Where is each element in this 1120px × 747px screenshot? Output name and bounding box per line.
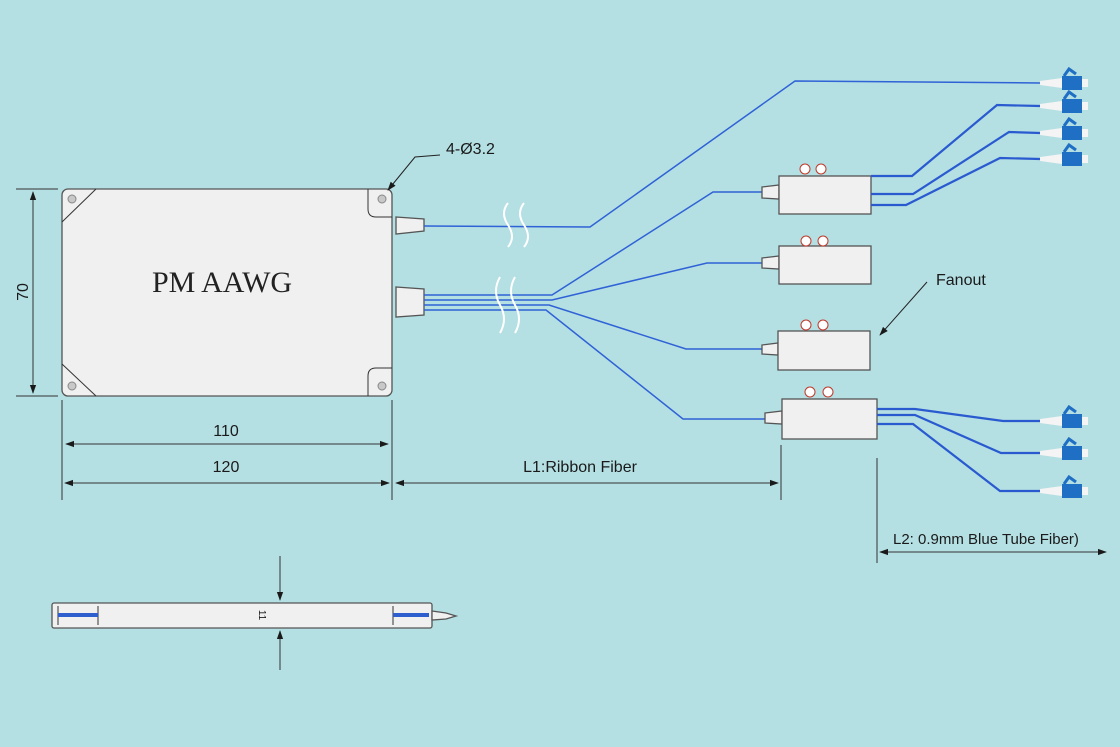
fanout-4 <box>764 386 1040 493</box>
fanout-label: Fanout <box>936 272 986 289</box>
width-dimensions: 110 120 L1:Ribbon Fiber <box>61 400 782 500</box>
lc-connector <box>1040 142 1088 166</box>
side-view: 11 <box>51 556 459 670</box>
ribbon-fiber <box>424 191 765 420</box>
lc-connector <box>1040 89 1088 113</box>
lc-connector <box>1040 436 1088 460</box>
fanout-callout: Fanout <box>879 272 986 336</box>
single-fiber <box>423 80 1041 228</box>
outer-width-text: 120 <box>213 459 240 476</box>
lc-connector <box>1040 66 1088 90</box>
l1-label: L1:Ribbon Fiber <box>523 459 638 476</box>
lc-connector <box>1040 404 1088 428</box>
mount-hole <box>67 381 77 391</box>
height-dim-text: 70 <box>15 283 32 301</box>
fanout-3 <box>761 319 871 371</box>
single-fiber-boot <box>395 216 425 235</box>
hole-callout: 4-Ø3.2 <box>387 141 495 191</box>
hole-callout-text: 4-Ø3.2 <box>446 141 495 158</box>
lc-connector <box>1040 116 1088 140</box>
inner-width-text: 110 <box>213 423 239 440</box>
aawg-module: PM AAWG <box>61 188 393 397</box>
mount-hole <box>377 194 387 204</box>
fanout-1 <box>761 103 1041 215</box>
lc-connectors <box>1040 66 1088 498</box>
fanout-2 <box>761 235 872 285</box>
device-label: PM AAWG <box>152 266 292 299</box>
ribbon-boot <box>395 286 425 318</box>
lc-connector <box>1040 474 1088 498</box>
mount-hole <box>67 194 77 204</box>
height-dimension: 70 <box>15 188 58 397</box>
l2-label: L2: 0.9mm Blue Tube Fiber) <box>893 531 1079 548</box>
mount-hole <box>377 381 387 391</box>
l2-dimension: L2: 0.9mm Blue Tube Fiber) <box>876 458 1107 563</box>
thickness-dim-text: 11 <box>256 610 267 621</box>
